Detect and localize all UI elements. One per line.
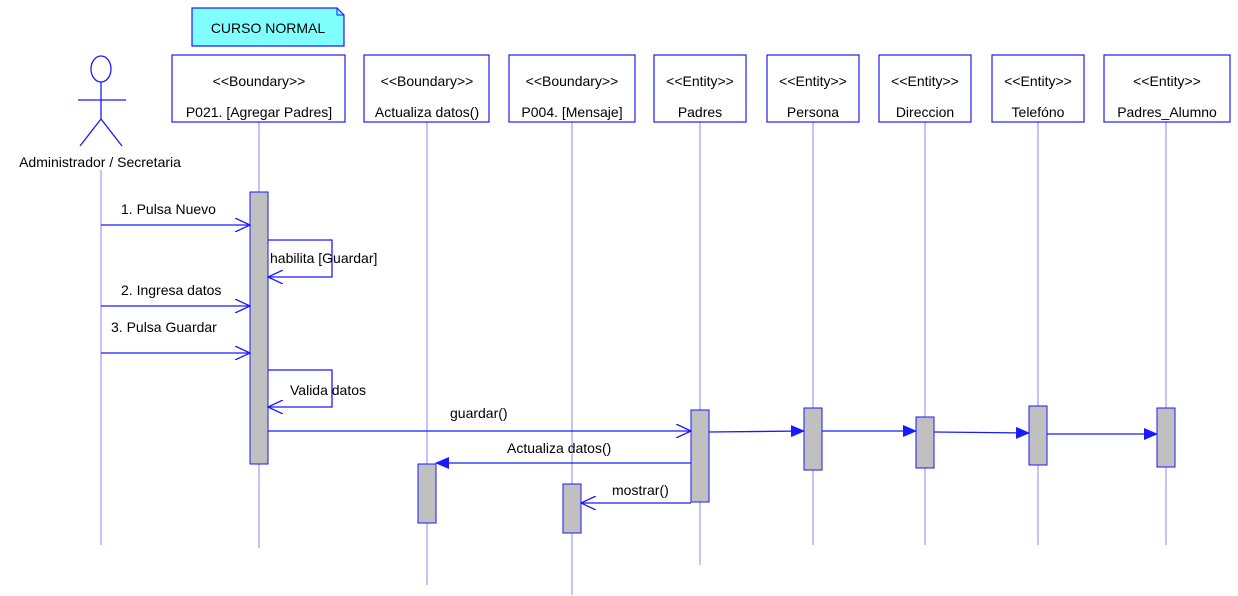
object-stereotype: <<Entity>>	[666, 73, 734, 89]
note-shape	[191, 7, 345, 47]
object-persona: <<Entity>> Persona	[766, 54, 860, 123]
object-stereotype: <<Entity>>	[1133, 73, 1201, 89]
object-mensaje: <<Boundary>> P004. [Mensaje]	[508, 54, 636, 123]
object-telefono: <<Entity>> Telefóno	[991, 54, 1085, 123]
object-padres-alumno: <<Entity>> Padres_Alumno	[1103, 54, 1231, 123]
activation-actualiza-datos	[417, 463, 437, 524]
object-stereotype: <<Entity>>	[1004, 73, 1072, 89]
activation-telefono	[1028, 405, 1048, 466]
activation-padres	[690, 409, 710, 503]
message-arrow-direccion-telefono	[933, 426, 1030, 439]
message-label-habilita: habilita [Guardar]	[270, 250, 377, 266]
message-arrow-habilita	[268, 239, 333, 277]
message-label-mostrar: mostrar()	[612, 482, 669, 498]
object-agregar-padres: <<Boundary>> P021. [Agregar Padres]	[171, 54, 346, 123]
actor-leg-left	[79, 118, 102, 147]
object-name: Persona	[787, 104, 839, 120]
actor-head	[90, 55, 112, 83]
message-label-valida-datos: Valida datos	[290, 382, 366, 398]
message-label-pulsa-guardar: 3. Pulsa Guardar	[111, 319, 217, 335]
note-fold	[336, 8, 344, 16]
object-stereotype: <<Boundary>>	[213, 73, 306, 89]
message-label-ingresa-datos: 2. Ingresa datos	[121, 282, 221, 298]
actor-administrador	[78, 55, 126, 147]
messages	[101, 225, 1158, 503]
object-stereotype: <<Boundary>>	[381, 73, 474, 89]
activations	[249, 191, 1176, 534]
activation-padres-alumno	[1156, 407, 1176, 468]
object-direccion: <<Entity>> Direccion	[878, 54, 972, 123]
message-label-actualiza-datos: Actualiza datos()	[507, 440, 611, 456]
object-name: Padres	[678, 104, 722, 120]
object-stereotype: <<Boundary>>	[526, 73, 619, 89]
message-labels: 1. Pulsa Nuevo habilita [Guardar] 2. Ing…	[111, 201, 669, 498]
object-name: Actualiza datos()	[375, 104, 479, 120]
activation-agregar-padres	[249, 191, 269, 465]
message-label-pulsa-nuevo: 1. Pulsa Nuevo	[121, 201, 216, 217]
object-name: Padres_Alumno	[1117, 104, 1217, 120]
message-arrow-valida-datos	[268, 369, 333, 407]
activation-persona	[803, 407, 823, 471]
message-label-guardar: guardar()	[450, 405, 508, 421]
message-arrow-padres-persona	[708, 425, 805, 438]
object-name: P021. [Agregar Padres]	[186, 104, 332, 120]
object-padres: <<Entity>> Padres	[653, 54, 747, 123]
actor-name: Administrador / Secretaria	[19, 154, 181, 170]
object-name: Telefóno	[1012, 104, 1065, 120]
activation-mensaje	[562, 483, 582, 534]
activation-direccion	[915, 416, 935, 469]
object-stereotype: <<Entity>>	[891, 73, 959, 89]
object-name: Direccion	[896, 104, 954, 120]
note-label: CURSO NORMAL	[211, 20, 326, 36]
actor-leg-right	[100, 118, 123, 147]
object-stereotype: <<Entity>>	[779, 73, 847, 89]
note-curso-normal: CURSO NORMAL	[191, 7, 345, 47]
object-name: P004. [Mensaje]	[521, 104, 622, 120]
object-actualiza-datos: <<Boundary>> Actualiza datos()	[363, 54, 490, 123]
